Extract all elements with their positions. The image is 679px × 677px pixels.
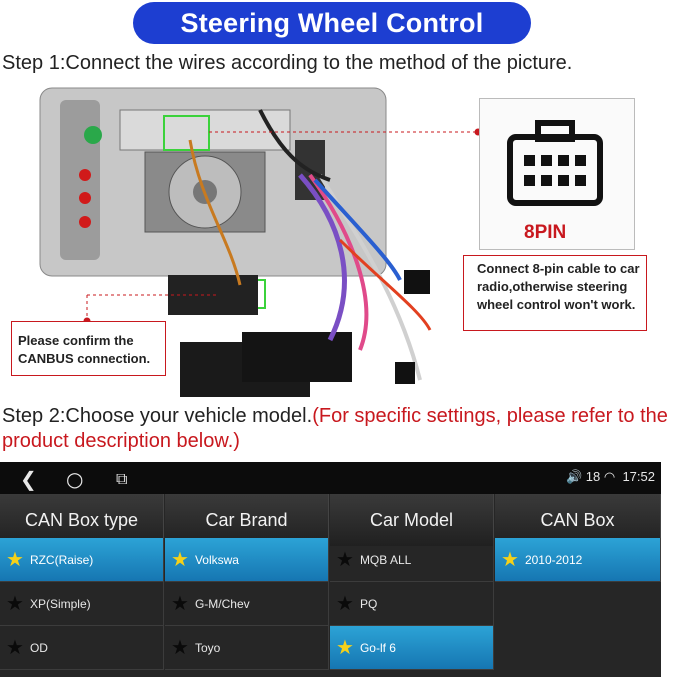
page-title: Steering Wheel Control bbox=[133, 2, 531, 44]
column-header-car-model: Car Model bbox=[330, 494, 494, 546]
option-label: Go-lf 6 bbox=[359, 640, 396, 655]
star-empty-icon: ★ bbox=[6, 592, 24, 615]
option-col1-0[interactable]: ★ Volkswa bbox=[165, 538, 329, 582]
star-empty-icon: ★ bbox=[6, 636, 24, 659]
status-bar: ❮ ○ ⧉ 🔊 18 ◠ 17:52 bbox=[0, 462, 661, 494]
option-col0-0[interactable]: ★ RZC(Raise) bbox=[0, 538, 164, 582]
option-label: OD bbox=[29, 640, 48, 655]
pin-zoom-panel bbox=[479, 98, 635, 250]
option-label: G-M/Chev bbox=[194, 596, 250, 611]
star-empty-icon: ★ bbox=[336, 548, 354, 571]
volume-icon: 🔊 bbox=[565, 469, 583, 484]
column-header-can-box-type: CAN Box type bbox=[0, 494, 164, 546]
option-col2-0[interactable]: ★ MQB ALL bbox=[330, 538, 494, 582]
connector-8pin-icon bbox=[507, 120, 603, 206]
step1-text: Step 1:Connect the wires according to th… bbox=[2, 52, 573, 74]
home-icon[interactable]: ○ bbox=[66, 467, 84, 491]
option-col3-0[interactable]: ★ 2010-2012 bbox=[495, 538, 661, 582]
option-col2-1[interactable]: ★ PQ bbox=[330, 582, 494, 626]
option-label: 2010-2012 bbox=[524, 552, 583, 567]
recent-apps-icon[interactable]: ⧉ bbox=[116, 469, 128, 488]
star-empty-icon: ★ bbox=[336, 592, 354, 615]
star-filled-icon: ★ bbox=[501, 548, 519, 571]
head-unit-screen: ❮ ○ ⧉ 🔊 18 ◠ 17:52 CAN Box type Car Bran… bbox=[0, 462, 661, 677]
option-col1-2[interactable]: ★ Toyo bbox=[165, 626, 329, 670]
canbus-note: Please confirm the CANBUS connection. bbox=[11, 321, 166, 376]
option-col2-2[interactable]: ★ Go-lf 6 bbox=[330, 626, 494, 670]
star-filled-icon: ★ bbox=[171, 548, 189, 571]
back-icon[interactable]: ❮ bbox=[20, 467, 37, 491]
column-header-car-brand: Car Brand bbox=[165, 494, 329, 546]
option-label: Volkswa bbox=[194, 552, 239, 567]
option-col1-1[interactable]: ★ G-M/Chev bbox=[165, 582, 329, 626]
step2-note: (For specific settings, please refer to … bbox=[2, 405, 668, 452]
radio-wiring-illustration bbox=[39, 87, 482, 397]
option-label: PQ bbox=[359, 596, 378, 611]
step2-main: Step 2:Choose your vehicle model. bbox=[2, 405, 313, 427]
wiring-photo bbox=[0, 80, 679, 400]
star-empty-icon: ★ bbox=[171, 592, 189, 615]
option-label: MQB ALL bbox=[359, 552, 412, 567]
step2-text: Step 2:Choose your vehicle model.(For sp… bbox=[2, 404, 679, 454]
pin-label: 8PIN bbox=[524, 222, 567, 243]
star-filled-icon: ★ bbox=[336, 636, 354, 659]
star-empty-icon: ★ bbox=[171, 636, 189, 659]
status-area: 🔊 18 ◠ 17:52 bbox=[566, 469, 655, 485]
option-col0-1[interactable]: ★ XP(Simple) bbox=[0, 582, 164, 626]
pin-note: Connect 8-pin cable to car radio,otherwi… bbox=[463, 255, 647, 331]
option-label: RZC(Raise) bbox=[29, 552, 94, 567]
option-col0-2[interactable]: ★ OD bbox=[0, 626, 164, 670]
option-label: XP(Simple) bbox=[29, 596, 91, 611]
column-header-can-box: CAN Box bbox=[495, 494, 661, 546]
clock: 17:52 bbox=[622, 469, 655, 484]
option-label: Toyo bbox=[194, 640, 221, 655]
star-filled-icon: ★ bbox=[6, 548, 24, 571]
wifi-icon: ◠ bbox=[603, 469, 616, 484]
volume-level: 18 bbox=[585, 469, 601, 484]
